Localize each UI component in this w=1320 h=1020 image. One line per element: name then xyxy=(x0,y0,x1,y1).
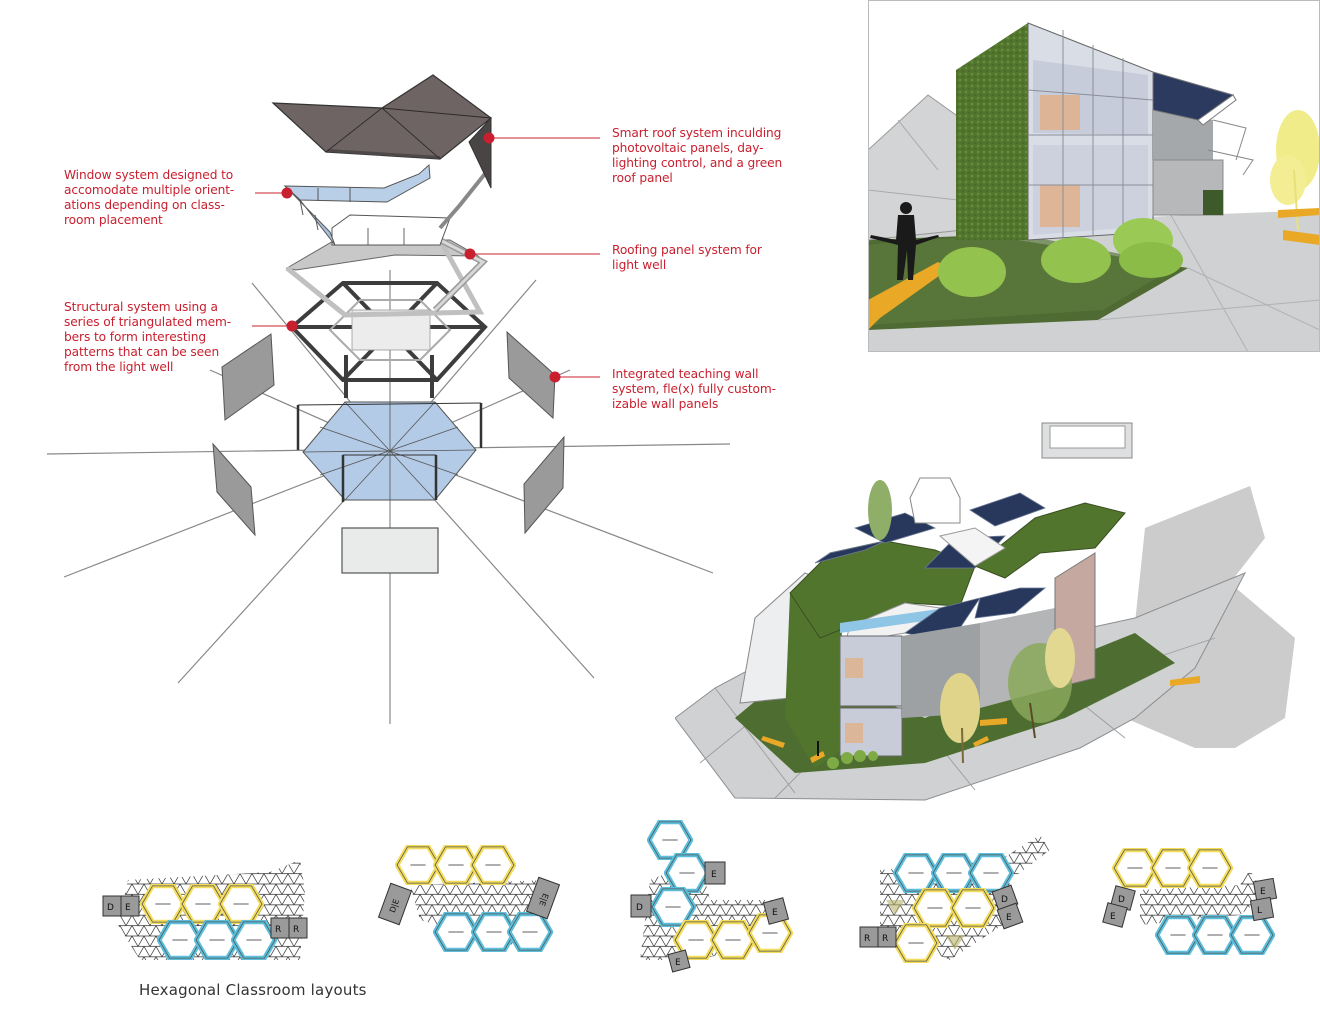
callout-dots xyxy=(281,132,561,383)
window-band-glazing xyxy=(283,163,431,246)
callout-roofing-panel: Roofing panel system for light well xyxy=(612,243,762,272)
light-well-roof xyxy=(285,237,489,318)
structure-callout-dot xyxy=(286,320,298,332)
roof-callout-dot xyxy=(483,132,495,144)
window-callout-dot xyxy=(281,187,293,199)
smart-roof xyxy=(271,74,492,189)
floor-plate xyxy=(296,401,483,502)
aerial-view-rendering xyxy=(675,418,1320,803)
callout-window-system: Window system designed to accomodate mul… xyxy=(64,168,235,227)
front-wall-panel xyxy=(341,527,439,574)
layouts-caption: Hexagonal Classroom layouts xyxy=(139,981,367,999)
teaching-wall-panels xyxy=(212,330,565,537)
wall-callout-dot xyxy=(549,371,561,383)
callout-smart-roof: Smart roof system inculding photovoltaic… xyxy=(612,126,783,185)
courtyard-trees xyxy=(940,628,1075,764)
person-silhouette xyxy=(870,202,939,280)
street-view-rendering xyxy=(868,0,1320,352)
callout-teaching-wall: Integrated teaching wall system, fle(x) … xyxy=(612,367,776,411)
yellow-tree xyxy=(1270,110,1320,231)
window-band-lower xyxy=(331,168,490,246)
lightwell-callout-dot xyxy=(464,248,476,260)
callout-structural-system: Structural system using a series of tria… xyxy=(64,300,232,374)
